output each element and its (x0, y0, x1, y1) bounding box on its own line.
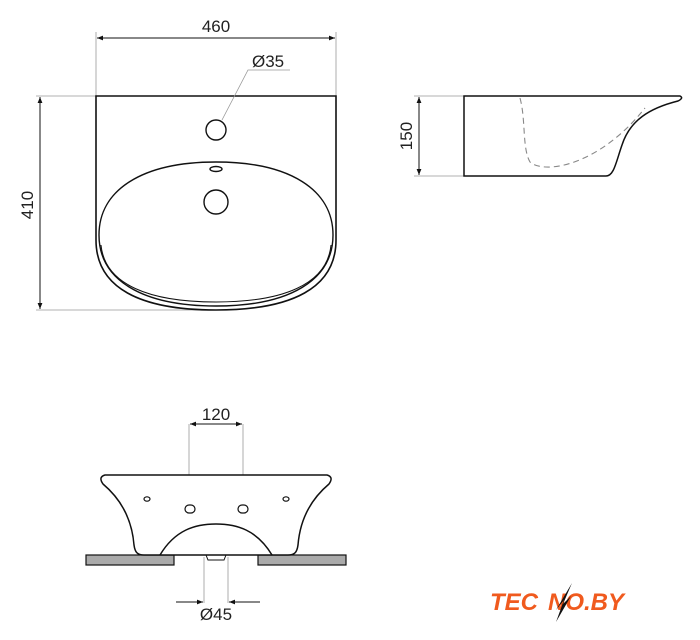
drain-hole (203, 189, 229, 215)
side-view (414, 95, 683, 177)
basin-outline (95, 95, 337, 311)
mount-spacing-label: 120 (202, 405, 230, 424)
countertop-right (257, 554, 347, 566)
width-label: 460 (202, 17, 230, 36)
overflow (209, 165, 223, 173)
tap-hole-label: Ø35 (252, 52, 284, 71)
bowl-hidden-line (519, 97, 646, 168)
tap-hole-leader (221, 69, 290, 121)
svg-text:TEC: TEC (490, 589, 539, 616)
drain-label: Ø45 (200, 605, 232, 624)
front-profile (100, 474, 332, 556)
tap-hole (205, 119, 227, 141)
mount-hole-right (237, 504, 249, 514)
countertop-left (85, 554, 175, 566)
drain-outlet (205, 554, 227, 561)
front-view (85, 421, 347, 605)
top-view (36, 32, 337, 311)
height-label: 150 (397, 122, 416, 150)
lightning-icon (556, 583, 572, 622)
side-profile (463, 95, 683, 177)
mount-hole-left (184, 504, 196, 514)
tecno-by-logo: TEC NO.BY (490, 583, 626, 622)
pedestal-arch (159, 523, 273, 556)
bowl-outline (98, 161, 334, 307)
depth-label: 410 (18, 191, 37, 219)
